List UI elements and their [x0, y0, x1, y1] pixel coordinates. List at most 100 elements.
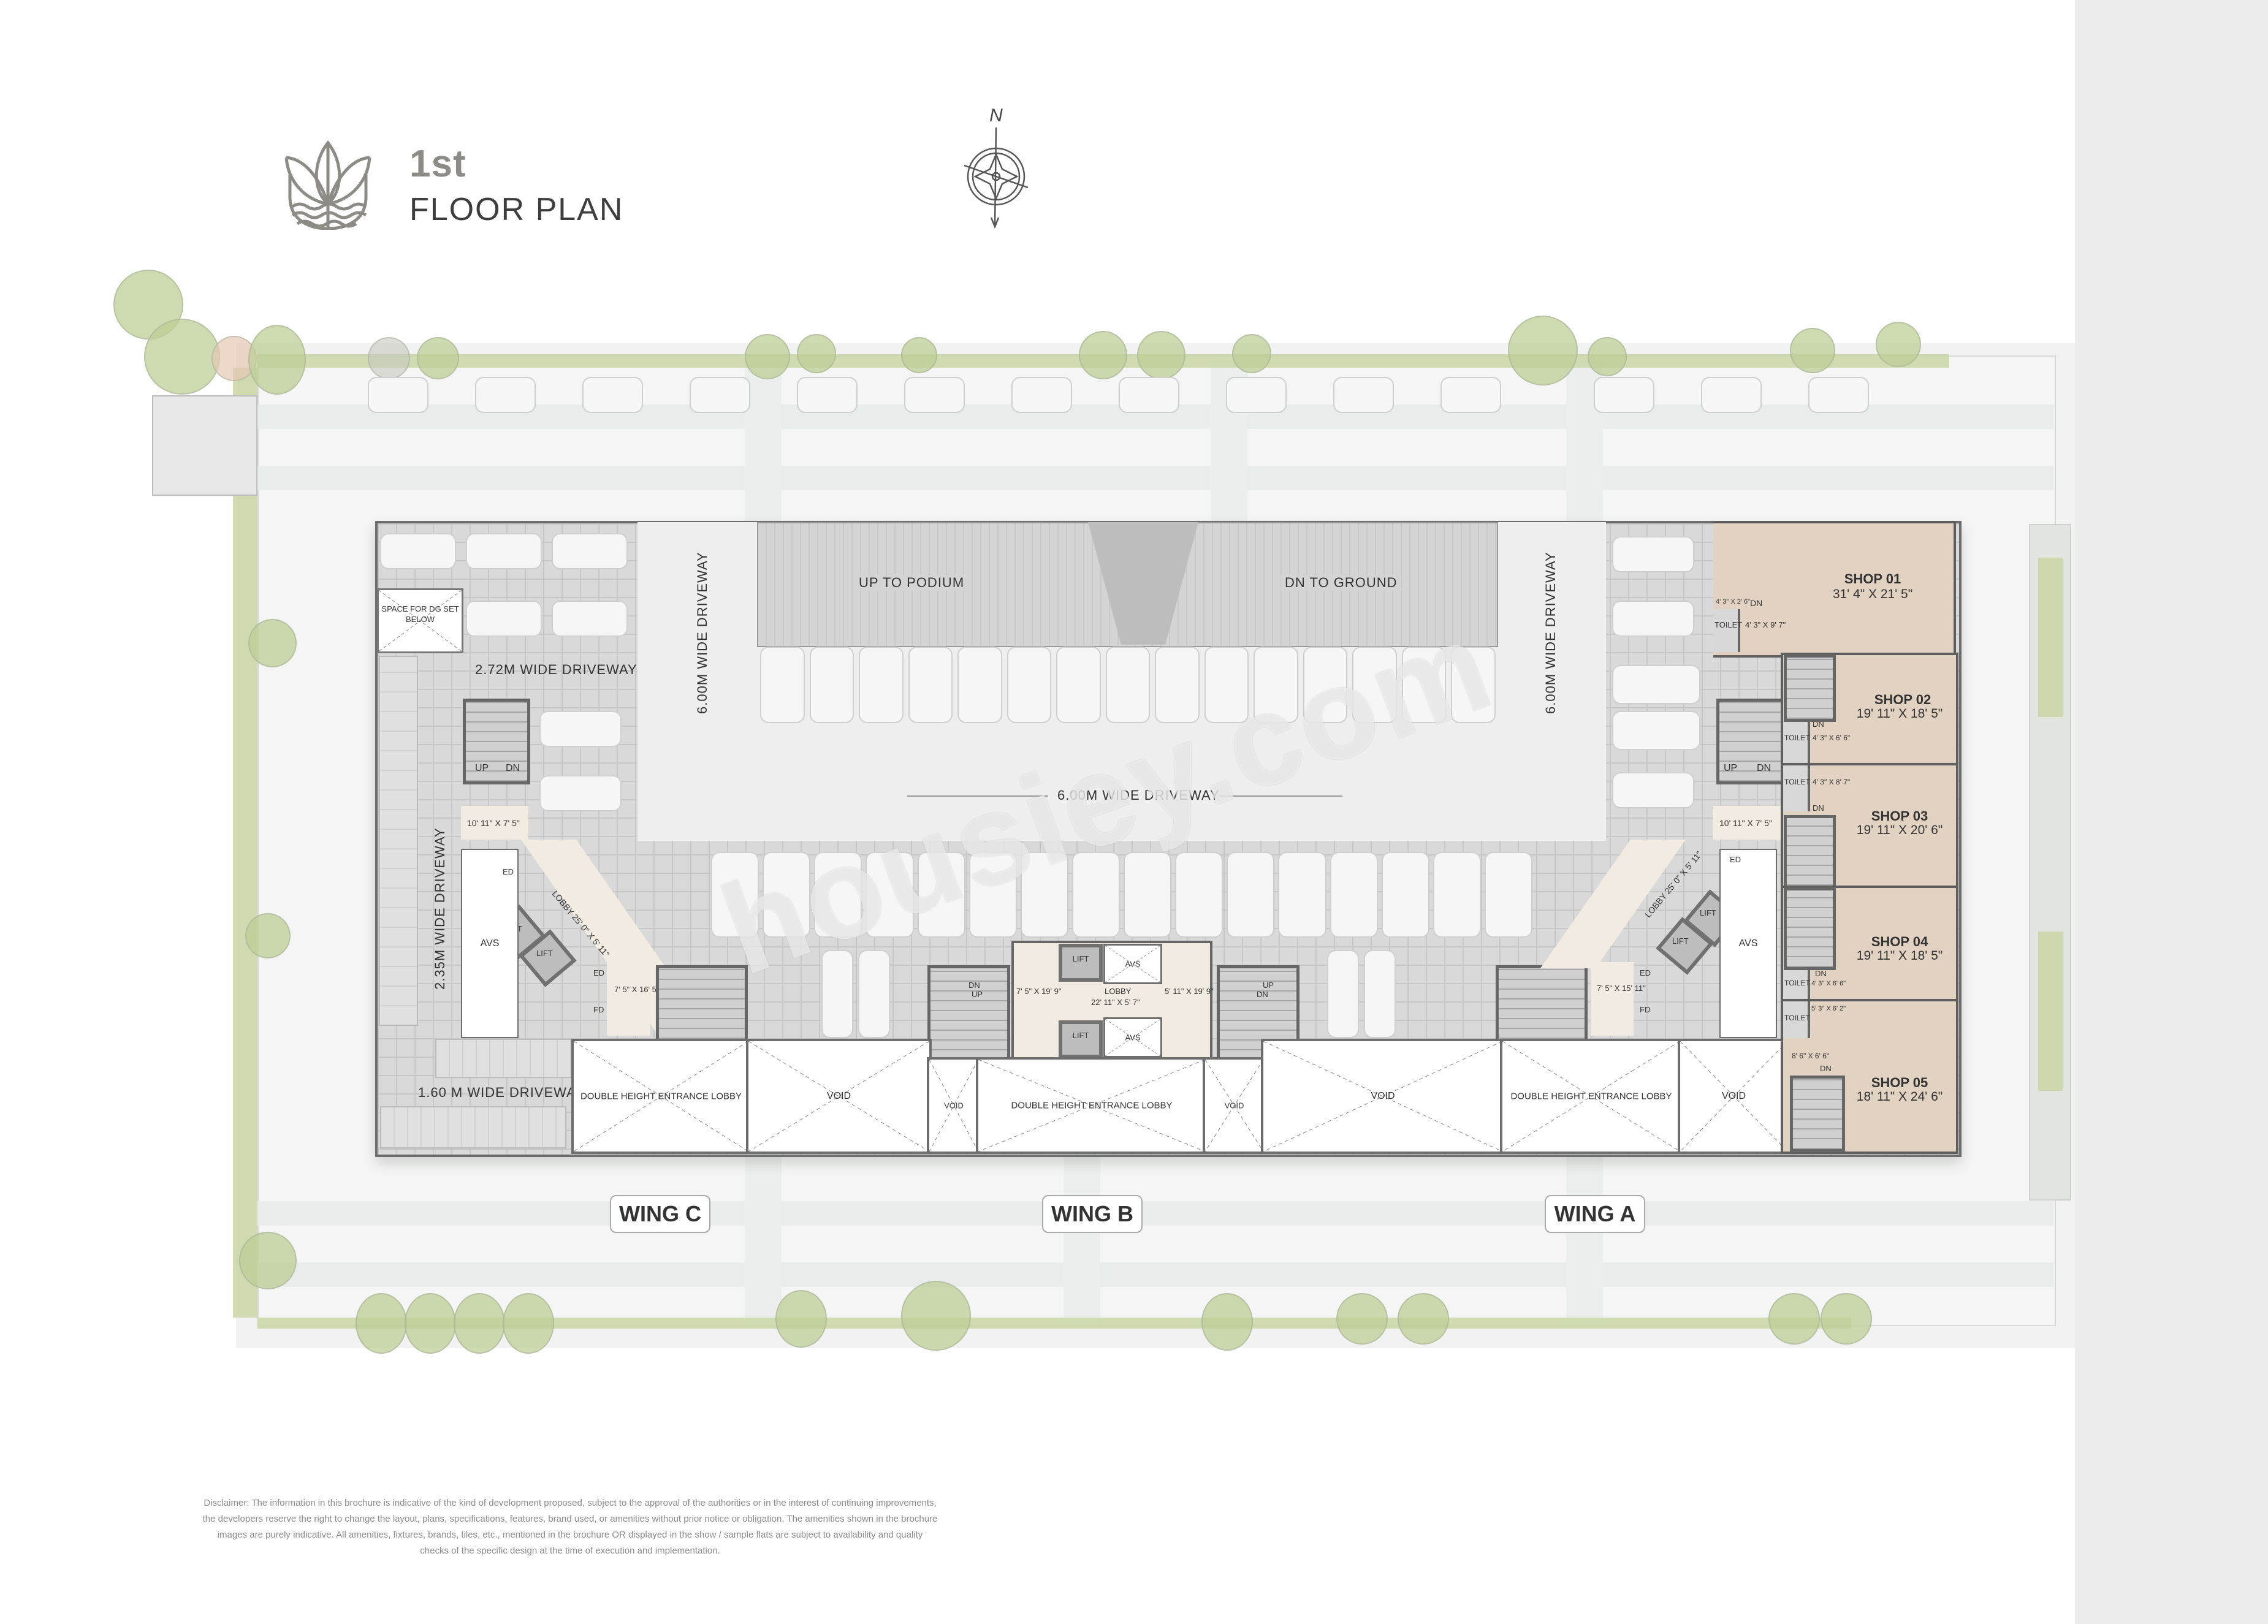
paving-stripe — [745, 1152, 782, 1324]
wing-b-avs-top: AVS — [1103, 944, 1162, 984]
tree-icon — [1079, 331, 1127, 379]
parking-slot — [763, 852, 811, 938]
parking-slot — [466, 533, 542, 569]
wing-a-fd: FD — [1640, 1005, 1651, 1014]
parking-slot — [859, 647, 904, 723]
tree-icon — [1137, 331, 1185, 379]
shop-01-extra-dim: 4' 3" X 2' 6" — [1716, 598, 1751, 605]
parking-slot — [858, 950, 890, 1038]
shop-04-dn: DN — [1815, 969, 1827, 978]
parking-slot — [1594, 377, 1654, 413]
two-wheeler-parking — [380, 1106, 566, 1148]
tree-icon — [1201, 1293, 1253, 1351]
tree-icon — [248, 325, 306, 395]
shop-03-staircase — [1784, 815, 1836, 889]
shop-01-dim: 31' 4" X 21' 5" — [1832, 587, 1913, 601]
shop-04-toilet-label: TOILET — [1784, 979, 1810, 987]
tree-icon — [503, 1293, 554, 1354]
shop-01-dn: DN — [1750, 598, 1763, 608]
tree-icon — [356, 1293, 407, 1354]
parking-slot — [1451, 647, 1496, 723]
driveway-arrow-line — [1220, 795, 1342, 797]
parking-slot — [466, 601, 542, 637]
wing-b-void-small: VOID — [1203, 1057, 1266, 1154]
disclaimer-text: Disclaimer: The information in this broc… — [202, 1498, 938, 1556]
wing-b-lift-label: LIFT — [1072, 954, 1089, 963]
wing-c-avs-shaft: AVS — [461, 849, 519, 1038]
parking-slot — [1612, 601, 1694, 637]
landscape-planter — [2038, 558, 2063, 717]
wing-a-landing — [1713, 806, 1781, 840]
shop-01-stair — [1713, 523, 1765, 597]
parking-slot — [582, 377, 643, 413]
parking-slot — [908, 647, 953, 723]
parking-slot — [1254, 647, 1298, 723]
wing-b-avs-label: AVS — [1125, 959, 1141, 969]
floor-plan-title: FLOOR PLAN — [409, 192, 624, 227]
wing-a-stair-dn: DN — [1757, 763, 1771, 773]
shop-02-staircase — [1784, 655, 1836, 722]
tree-icon — [1821, 1293, 1872, 1345]
wing-c-lift-label: LIFT — [536, 949, 553, 958]
two-wheeler-parking — [379, 656, 418, 1026]
entrance-lobby-label: DOUBLE HEIGHT ENTRANCE LOBBY — [1510, 1091, 1672, 1102]
parking-slot — [1204, 647, 1249, 723]
parking-slot — [1175, 852, 1223, 938]
shop-02-toilet-dim: 4' 3" X 6' 6" — [1813, 734, 1851, 742]
parking-slot — [904, 377, 965, 413]
tree-icon — [1768, 1293, 1820, 1345]
parking-slot — [552, 601, 628, 637]
paving-stripe — [1064, 1152, 1100, 1324]
parking-slot — [368, 377, 428, 413]
wing-c-landing-dim: 10' 11" X 7' 5" — [467, 818, 520, 828]
parking-slot — [760, 647, 805, 723]
wing-b-lobby-dim: 22' 11" X 5' 7" — [1091, 998, 1140, 1007]
shop-04-staircase — [1784, 887, 1836, 970]
tree-icon — [1398, 1293, 1449, 1345]
parking-slot — [821, 950, 853, 1038]
parking-slot — [1808, 377, 1869, 413]
tree-icon — [1232, 334, 1271, 373]
wing-b-up: UP — [972, 990, 983, 999]
tree-icon — [248, 619, 297, 667]
parking-slot — [866, 852, 914, 938]
shop-05-toilet — [1783, 1001, 1810, 1038]
shop-04-toilet-dim: 4' 3" X 6' 6" — [1811, 980, 1846, 987]
tree-icon — [1508, 316, 1578, 385]
parking-slot — [1105, 647, 1151, 723]
paving-stripe — [1566, 1152, 1603, 1324]
tree-icon — [239, 1232, 297, 1289]
shop-03-title: SHOP 03 — [1871, 808, 1928, 824]
parking-slot — [1155, 647, 1200, 723]
void-label: VOID — [944, 1101, 964, 1110]
wing-a-staircase-2 — [1496, 965, 1588, 1042]
driveway-label-left-side: 2.35M WIDE DRIVEWAY — [432, 827, 447, 990]
tree-icon — [417, 337, 459, 379]
page-margin-strip — [2075, 0, 2268, 1624]
parking-slot — [1381, 852, 1429, 938]
wing-c-landing — [461, 806, 528, 840]
parking-slot — [1701, 377, 1762, 413]
wing-c-avs-label: AVS — [480, 938, 500, 949]
paving-stripe — [257, 1262, 2053, 1287]
paving-stripe — [257, 1201, 2053, 1226]
shop-04-toilet — [1783, 966, 1810, 1000]
parking-slot — [1278, 852, 1326, 938]
wing-c-stair-dn: DN — [506, 763, 520, 773]
compass-north-letter: N — [989, 105, 1003, 126]
wing-b-label: WING B — [1042, 1195, 1143, 1233]
tree-icon — [797, 334, 836, 373]
parking-slot — [1303, 647, 1348, 723]
shop-01-toilet-label: TOILET — [1714, 620, 1743, 629]
tree-icon — [245, 913, 291, 958]
tree-icon — [901, 337, 937, 373]
tree-icon — [775, 1290, 827, 1348]
parking-slot — [1352, 647, 1397, 723]
void-label: VOID — [826, 1091, 851, 1101]
wing-b-avs-label: AVS — [1125, 1033, 1141, 1042]
void-label: VOID — [1721, 1091, 1746, 1101]
parking-slot — [690, 377, 750, 413]
parking-slot — [475, 377, 536, 413]
shop-02-dim: 19' 11" X 18' 5" — [1856, 707, 1943, 721]
wing-b-lobby-label: LOBBY — [1105, 987, 1132, 996]
